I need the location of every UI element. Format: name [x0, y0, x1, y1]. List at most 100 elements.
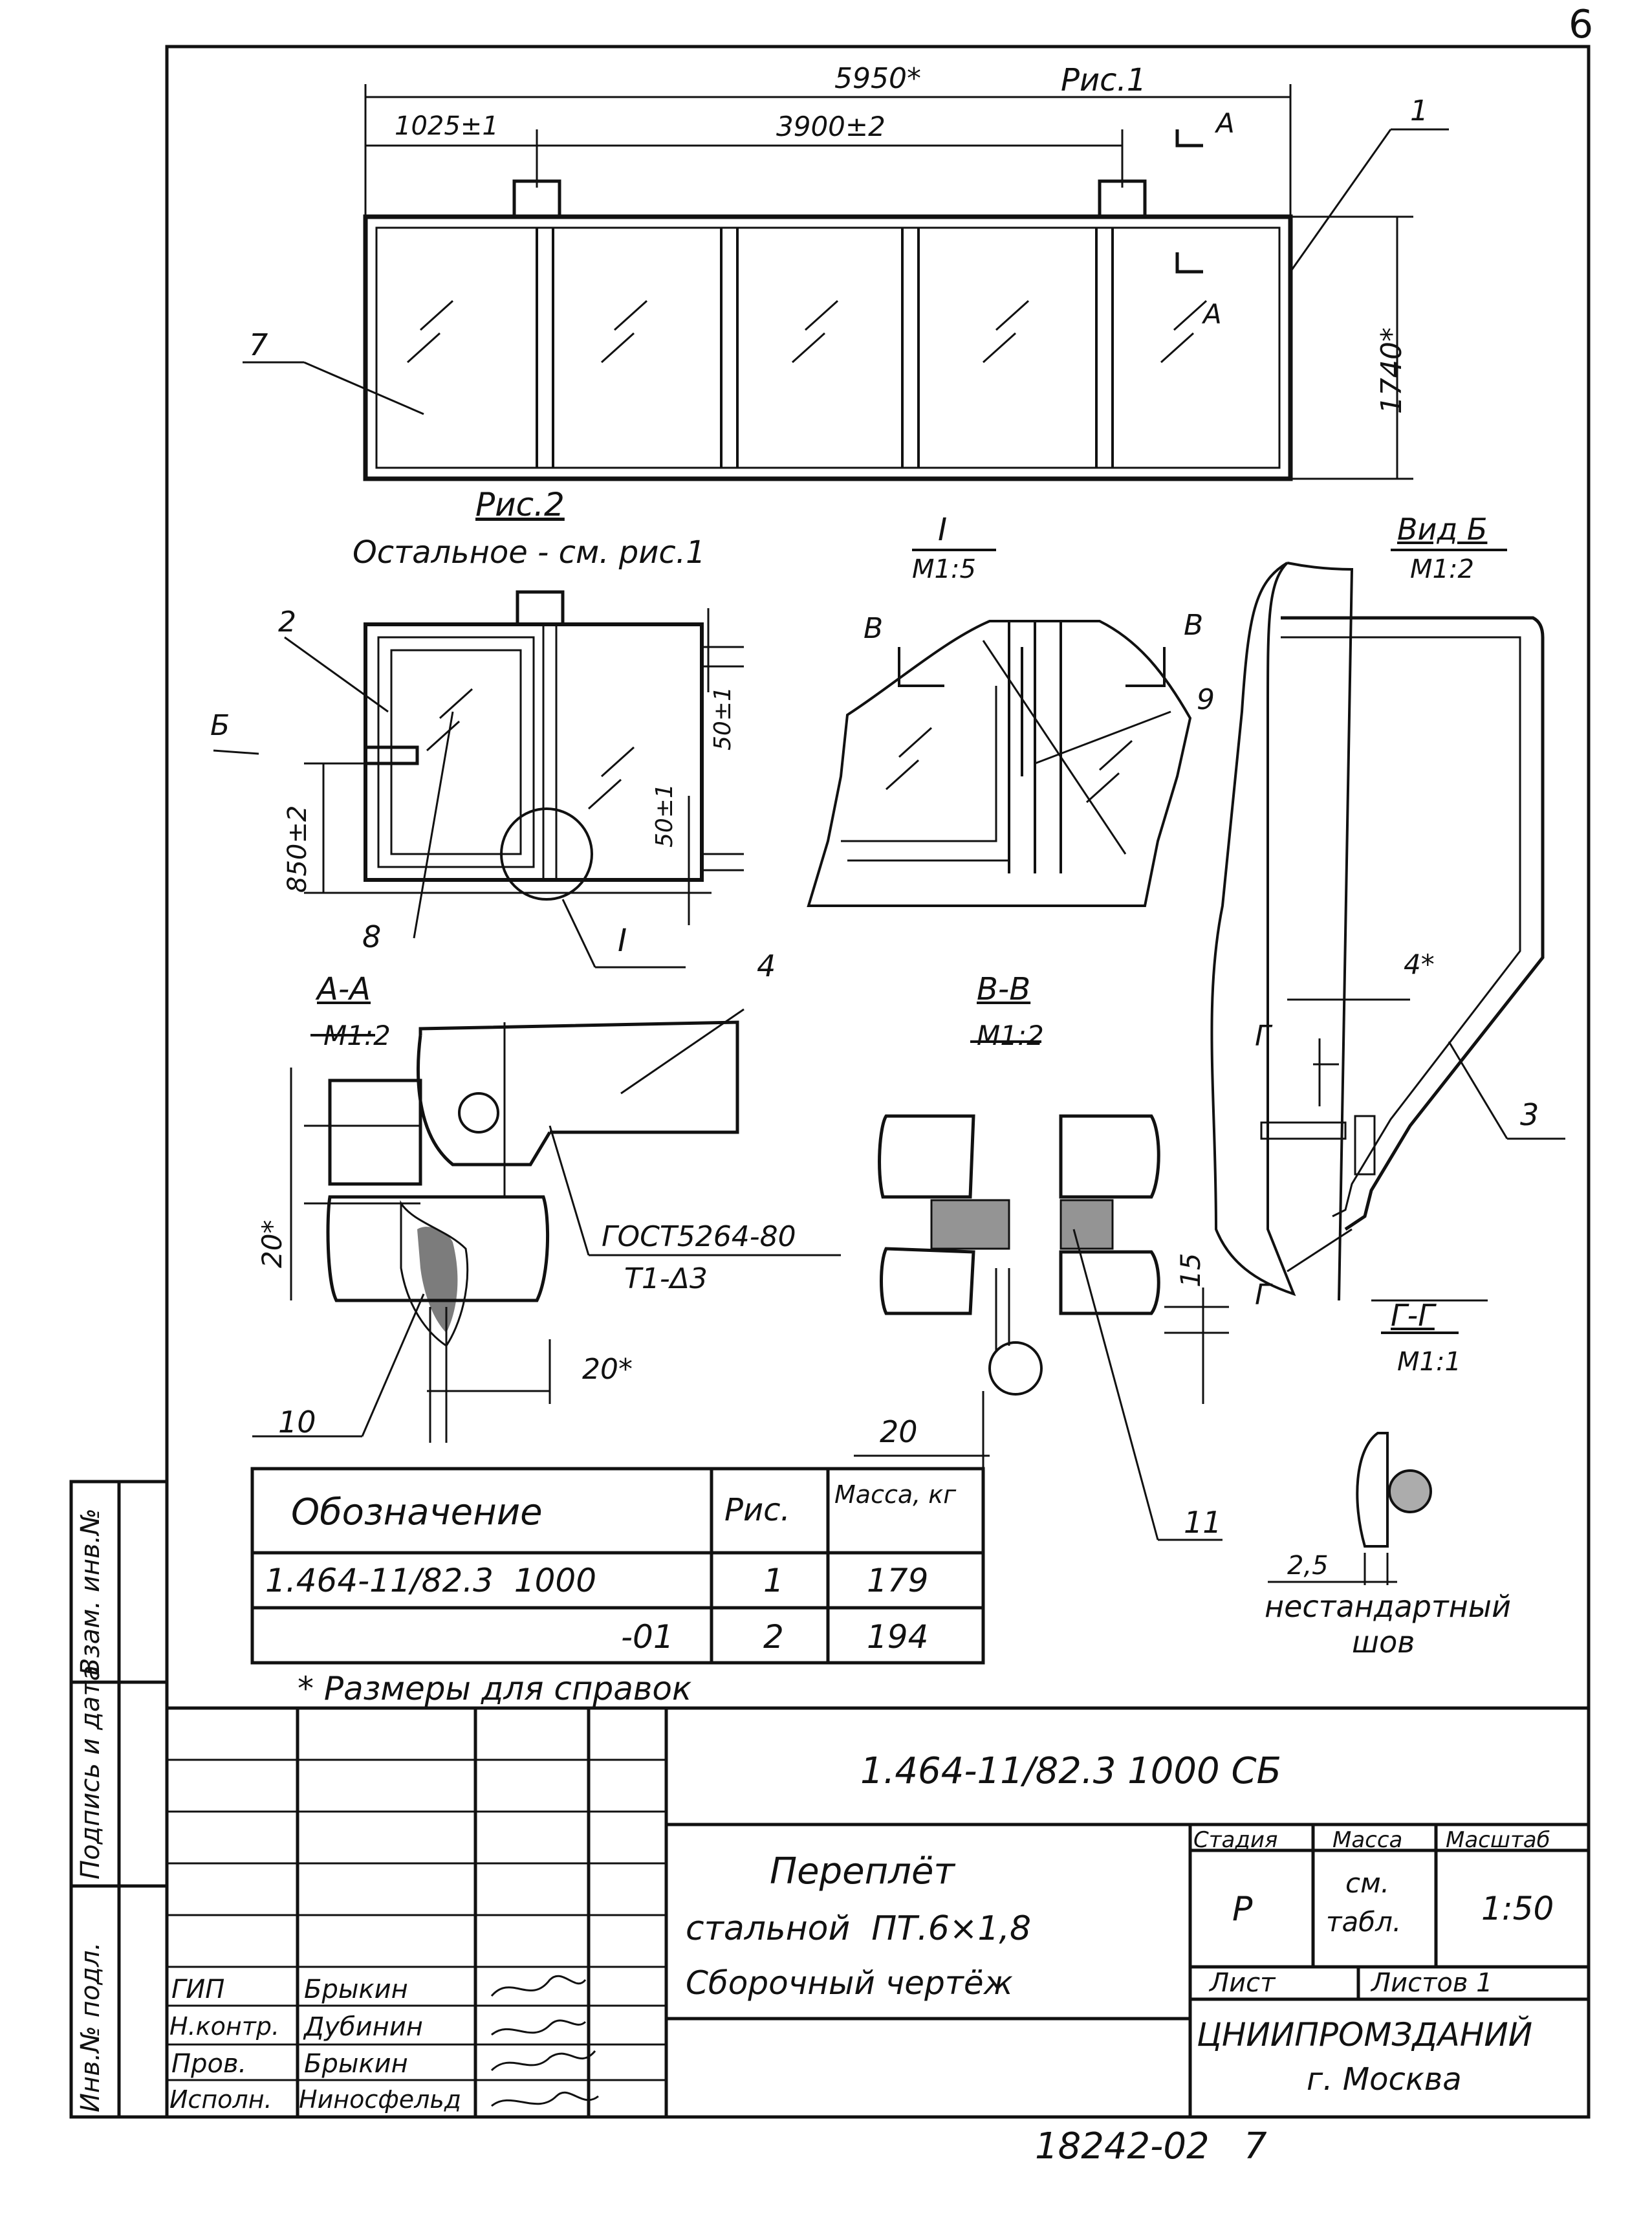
section-BB-drawing — [854, 1040, 1229, 1541]
section-AA-dim-20-right: 20* — [582, 1353, 633, 1386]
title-line-3: Сборочный чертёж — [686, 1964, 1013, 2002]
view-B-dim-4: 4* — [1404, 948, 1435, 980]
spec-row-1-figure: 1 — [763, 1562, 784, 1599]
footnote: * Размеры для справок — [298, 1670, 692, 1707]
section-GG-dim-2-5: 2,5 — [1287, 1551, 1329, 1581]
signature-name-3: Брыкин — [304, 2049, 408, 2079]
section-AA-standard: ГОСТ5264-80 — [602, 1220, 796, 1253]
sheet-frame — [165, 45, 1591, 2119]
fig1-title: Рис.1 — [1061, 62, 1147, 98]
section-BB-callout-11: 11 — [1184, 1505, 1222, 1540]
fig2-dim-50-top: 50±1 — [710, 686, 736, 751]
org-line-1: ЦНИИПРОМЗДАНИЙ — [1197, 2016, 1533, 2054]
fig2-view-mark: Б — [210, 709, 230, 742]
section-AA-drawing — [252, 1008, 841, 1443]
stage-label: Стадия — [1193, 1827, 1278, 1853]
section-AA-callout-10: 10 — [278, 1405, 316, 1440]
mass-value-2: табл. — [1326, 1906, 1402, 1938]
view-B-section-G-top: Г — [1255, 1020, 1271, 1053]
section-GG-drawing — [1268, 1332, 1459, 1585]
fig2-window — [364, 590, 704, 901]
signature-role-2: Н.контр. — [169, 2012, 280, 2041]
sheet-label: Лист — [1210, 1968, 1276, 1998]
side-stamp-sign: Подпись и дата — [76, 1665, 105, 1880]
fig2-callout-8: 8 — [362, 919, 382, 954]
view-B-title: Вид Б — [1397, 512, 1488, 547]
spec-header-figure: Рис. — [724, 1492, 790, 1528]
spec-header-mass: Масса, кг — [834, 1480, 957, 1509]
title-line-2: стальной ПТ.6×1,8 — [686, 1909, 1032, 1948]
section-AA-title: А-А — [317, 971, 371, 1007]
org-line-2: г. Москва — [1307, 2061, 1462, 2098]
fig2-title: Рис.2 — [475, 486, 565, 523]
signature-name-2: Дубинин — [304, 2012, 423, 2042]
detail-I-section-B-left: В — [864, 612, 884, 645]
section-BB-dim-15: 15 — [1175, 1253, 1206, 1288]
detail-I-section-B-right: В — [1184, 609, 1204, 642]
fig1-dim-total: 5950* — [834, 62, 921, 95]
side-stamp-inv: Инв.№ подл. — [76, 1942, 105, 2112]
spec-row-1-designation: 1.464-11/82.3 1000 — [265, 1562, 597, 1599]
fig1-section-mark-top: А — [1216, 107, 1235, 139]
section-GG-title: Г-Г — [1391, 1298, 1435, 1333]
bottom-code: 18242-02 7 — [1035, 2125, 1267, 2167]
spec-row-1-mass: 179 — [867, 1562, 929, 1599]
fig1-dimensions — [243, 84, 1449, 480]
sheets-label: Листов 1 — [1371, 1968, 1493, 1998]
fig2-detail-mark: I — [618, 923, 627, 959]
title-line-1: Переплёт — [770, 1850, 955, 1892]
section-AA-callout-4: 4 — [757, 948, 776, 983]
scale-value: 1:50 — [1481, 1890, 1554, 1927]
side-stamp-replace: Взам. инв.№ — [76, 1508, 105, 1676]
signature-name-1: Брыкин — [304, 1975, 408, 2004]
view-B-drawing — [1210, 549, 1565, 1302]
spec-row-2-figure: 2 — [763, 1618, 784, 1656]
section-GG-weld-note-1: нестандартный — [1265, 1589, 1512, 1624]
section-GG-weld-note-2: шов — [1352, 1625, 1415, 1660]
fig1-dim-middle: 3900±2 — [776, 111, 886, 142]
detail-I-callout-9: 9 — [1197, 683, 1215, 716]
doc-code: 1.464-11/82.3 1000 СБ — [860, 1750, 1281, 1792]
fig2-callout-2: 2 — [278, 606, 296, 639]
section-AA-weld: Т1-Δ3 — [624, 1262, 708, 1295]
mass-label: Масса — [1332, 1827, 1403, 1853]
stage-value: Р — [1232, 1890, 1253, 1929]
section-GG-scale: М1:1 — [1397, 1347, 1461, 1377]
view-B-section-G-bottom: Г — [1255, 1278, 1271, 1311]
detail-I-drawing — [807, 549, 1192, 907]
view-B-scale: М1:2 — [1410, 554, 1474, 584]
signature-scribbles — [490, 1975, 599, 2107]
spec-row-2-designation: -01 — [621, 1618, 674, 1656]
signature-role-4: Исполн. — [169, 2085, 272, 2114]
sheet-number: 6 — [1569, 2, 1594, 47]
mass-value-1: см. — [1345, 1867, 1390, 1899]
fig2-dim-50-bottom: 50±1 — [651, 784, 678, 848]
spec-row-2-mass: 194 — [867, 1618, 929, 1656]
signature-role-3: Пров. — [171, 2049, 247, 2079]
fig1-section-mark-bottom: А — [1203, 298, 1222, 330]
fig1-dim-height: 1740* — [1375, 327, 1408, 414]
section-BB-dim-20: 20 — [880, 1414, 918, 1449]
section-BB-scale: М1:2 — [977, 1020, 1044, 1051]
fig2-note: Остальное - см. рис.1 — [353, 534, 706, 571]
section-BB-title: В-В — [977, 971, 1031, 1007]
view-B-callout-3: 3 — [1520, 1097, 1539, 1132]
fig1-callout-1: 1 — [1410, 94, 1428, 127]
fig2-dim-850: 850±2 — [283, 805, 312, 893]
title-block-grid — [167, 1706, 1589, 2117]
fig1-glass-hatch — [406, 300, 1208, 364]
signature-role-1: ГИП — [171, 1975, 225, 2004]
spec-table-grid — [250, 1467, 985, 1665]
detail-I-scale: М1:5 — [912, 554, 976, 584]
fig1-dim-left: 1025±1 — [395, 111, 499, 141]
fig1-callout-7: 7 — [249, 327, 268, 362]
detail-I-title: I — [938, 512, 948, 548]
section-AA-scale: М1:2 — [323, 1020, 391, 1051]
spec-header-designation: Обозначение — [291, 1491, 543, 1533]
fig1-window-frame — [363, 179, 1293, 481]
signature-name-4: Ниносфельд — [299, 2085, 462, 2114]
section-AA-dim-20-left: 20* — [256, 1220, 288, 1268]
fig2-hatch-dims — [213, 608, 744, 969]
scale-label: Масштаб — [1446, 1827, 1550, 1853]
